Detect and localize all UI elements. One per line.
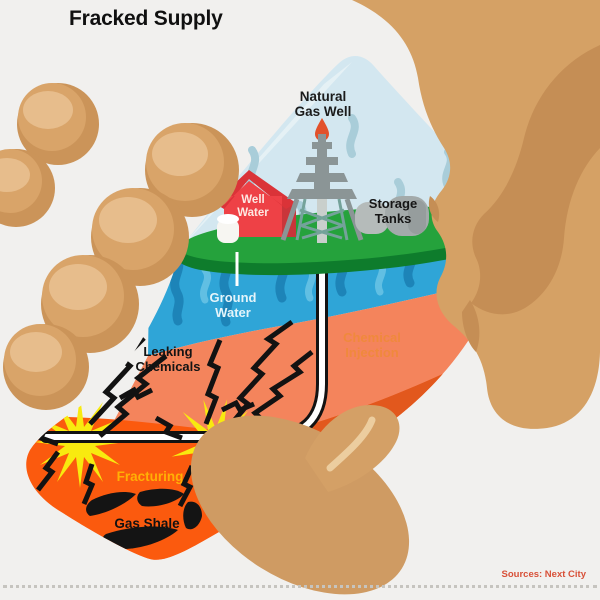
label-leaking-chemicals: Leaking Chemicals xyxy=(135,344,201,374)
natural-gas-well-derrick-icon xyxy=(280,118,364,243)
label-ground-water: Ground Water xyxy=(209,290,257,320)
label-line: Water xyxy=(215,304,251,320)
label-gas-shale: Gas Shale xyxy=(114,516,180,531)
label-line: Storage xyxy=(368,196,418,211)
source-credit: Sources: Next City xyxy=(501,569,586,580)
gas-shale-bands xyxy=(86,488,202,550)
label-line: Gas Well xyxy=(294,104,352,120)
storage-tanks-icon xyxy=(355,196,429,236)
label-line: Tanks xyxy=(374,210,412,226)
label-storage-tanks: Storage Tanks xyxy=(368,196,418,226)
well-casing-icon xyxy=(217,219,239,243)
finger-4 xyxy=(3,324,89,410)
derrick-lattice xyxy=(295,198,349,241)
face-shadow xyxy=(471,45,600,315)
bottom-dotted-divider xyxy=(3,585,597,588)
thumb xyxy=(190,404,410,595)
page-title: Fracked Supply xyxy=(69,7,223,30)
label-line: Injection xyxy=(345,344,399,360)
gripping-hand xyxy=(0,83,410,595)
label-line: Natural xyxy=(299,89,347,104)
finger-2 xyxy=(91,188,189,286)
finger-1 xyxy=(145,123,239,217)
label-line: Well xyxy=(241,194,265,206)
label-line: Chemical xyxy=(343,330,401,345)
finger-3 xyxy=(41,255,139,353)
knuckle-1 xyxy=(17,83,99,165)
label-line: Water xyxy=(237,206,269,219)
label-natural-gas-well: Natural Gas Well xyxy=(295,89,352,119)
label-line: Ground xyxy=(209,290,257,305)
label-line: Leaking xyxy=(143,344,193,359)
drinker-face xyxy=(352,0,600,429)
lip-shadow xyxy=(462,300,480,352)
knuckle-2 xyxy=(0,149,55,227)
label-line: Chemicals xyxy=(135,358,201,374)
thumb-highlight xyxy=(326,416,376,472)
label-fracturing: Fracturing xyxy=(116,469,184,484)
label-well-water: Well Water xyxy=(237,194,269,220)
nose-shadow xyxy=(428,196,440,222)
label-chemical-injection: Chemical Injection xyxy=(343,330,401,360)
